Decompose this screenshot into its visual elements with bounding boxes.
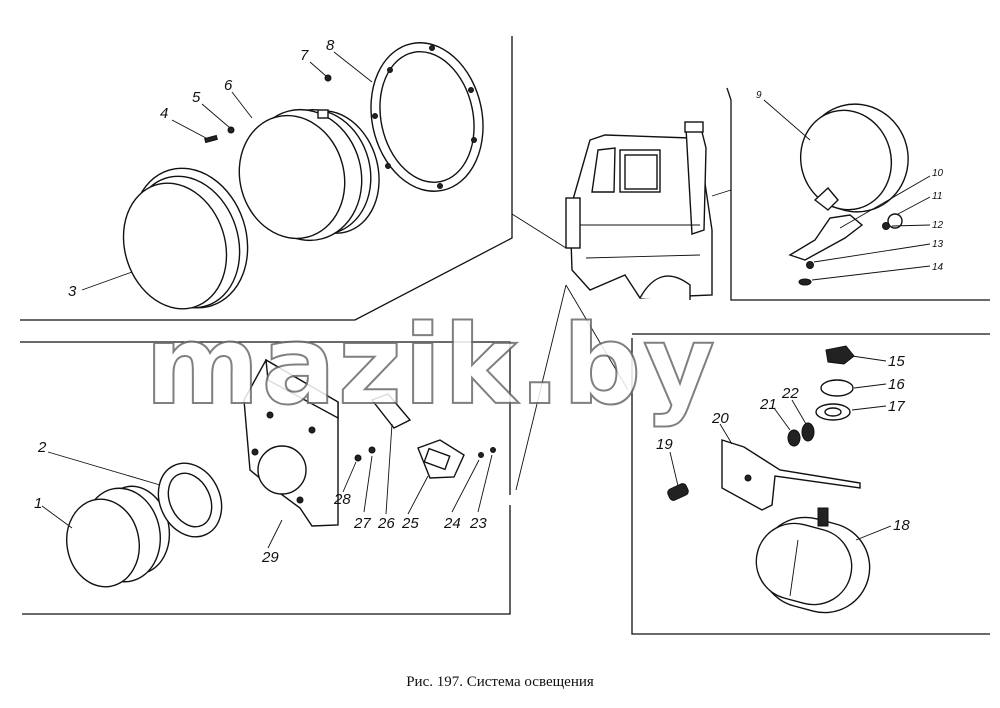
callout-13: 13	[932, 239, 944, 250]
callout-15: 15	[888, 353, 905, 370]
fog-lamp-bracket	[721, 439, 861, 511]
mounting-ring	[370, 42, 484, 192]
callout-9: 9	[756, 90, 762, 101]
callout-19: 19	[656, 436, 673, 453]
callout-17: 17	[888, 398, 905, 415]
leader-lines	[41, 51, 931, 549]
fasteners-top	[204, 74, 332, 144]
callout-26: 26	[377, 515, 395, 532]
callout-16: 16	[888, 376, 905, 393]
callout-8: 8	[326, 37, 335, 54]
figure-caption: Рис. 197. Система освещения	[406, 674, 594, 690]
callout-27: 27	[353, 515, 371, 532]
callout-29: 29	[261, 549, 279, 566]
callout-18: 18	[893, 517, 910, 534]
callout-11: 11	[932, 191, 942, 202]
rectangular-fog-lamp	[755, 507, 871, 614]
callout-7: 7	[300, 47, 309, 64]
callout-5: 5	[192, 89, 201, 106]
lamp-bracket	[243, 358, 339, 527]
callout-14: 14	[932, 262, 944, 273]
callout-20: 20	[711, 410, 729, 427]
callout-28: 28	[333, 491, 351, 508]
callout-3: 3	[68, 283, 77, 300]
callout-4: 4	[160, 105, 168, 122]
panel-borders	[20, 36, 990, 635]
fog-lamp	[788, 103, 909, 286]
callout-6: 6	[224, 77, 233, 94]
callout-10: 10	[932, 168, 944, 179]
truck-cab	[565, 121, 713, 300]
callout-21: 21	[759, 396, 777, 413]
watermark: mazik.by	[145, 301, 717, 429]
callout-24: 24	[443, 515, 461, 532]
callout-2: 2	[37, 439, 47, 456]
callout-12: 12	[932, 220, 944, 231]
callout-1: 1	[34, 495, 42, 512]
callout-23: 23	[469, 515, 487, 532]
callout-22: 22	[781, 385, 799, 402]
headlight-rim	[122, 167, 249, 310]
small-parts-bottom	[354, 393, 496, 479]
side-lamp	[66, 462, 223, 588]
callout-labels: 3 4 5 6 7 8 9 10 11 12 13 14 15 16 17 18…	[34, 37, 944, 566]
callout-25: 25	[401, 515, 419, 532]
fasteners-right	[667, 345, 855, 501]
headlight-unit	[238, 108, 380, 242]
